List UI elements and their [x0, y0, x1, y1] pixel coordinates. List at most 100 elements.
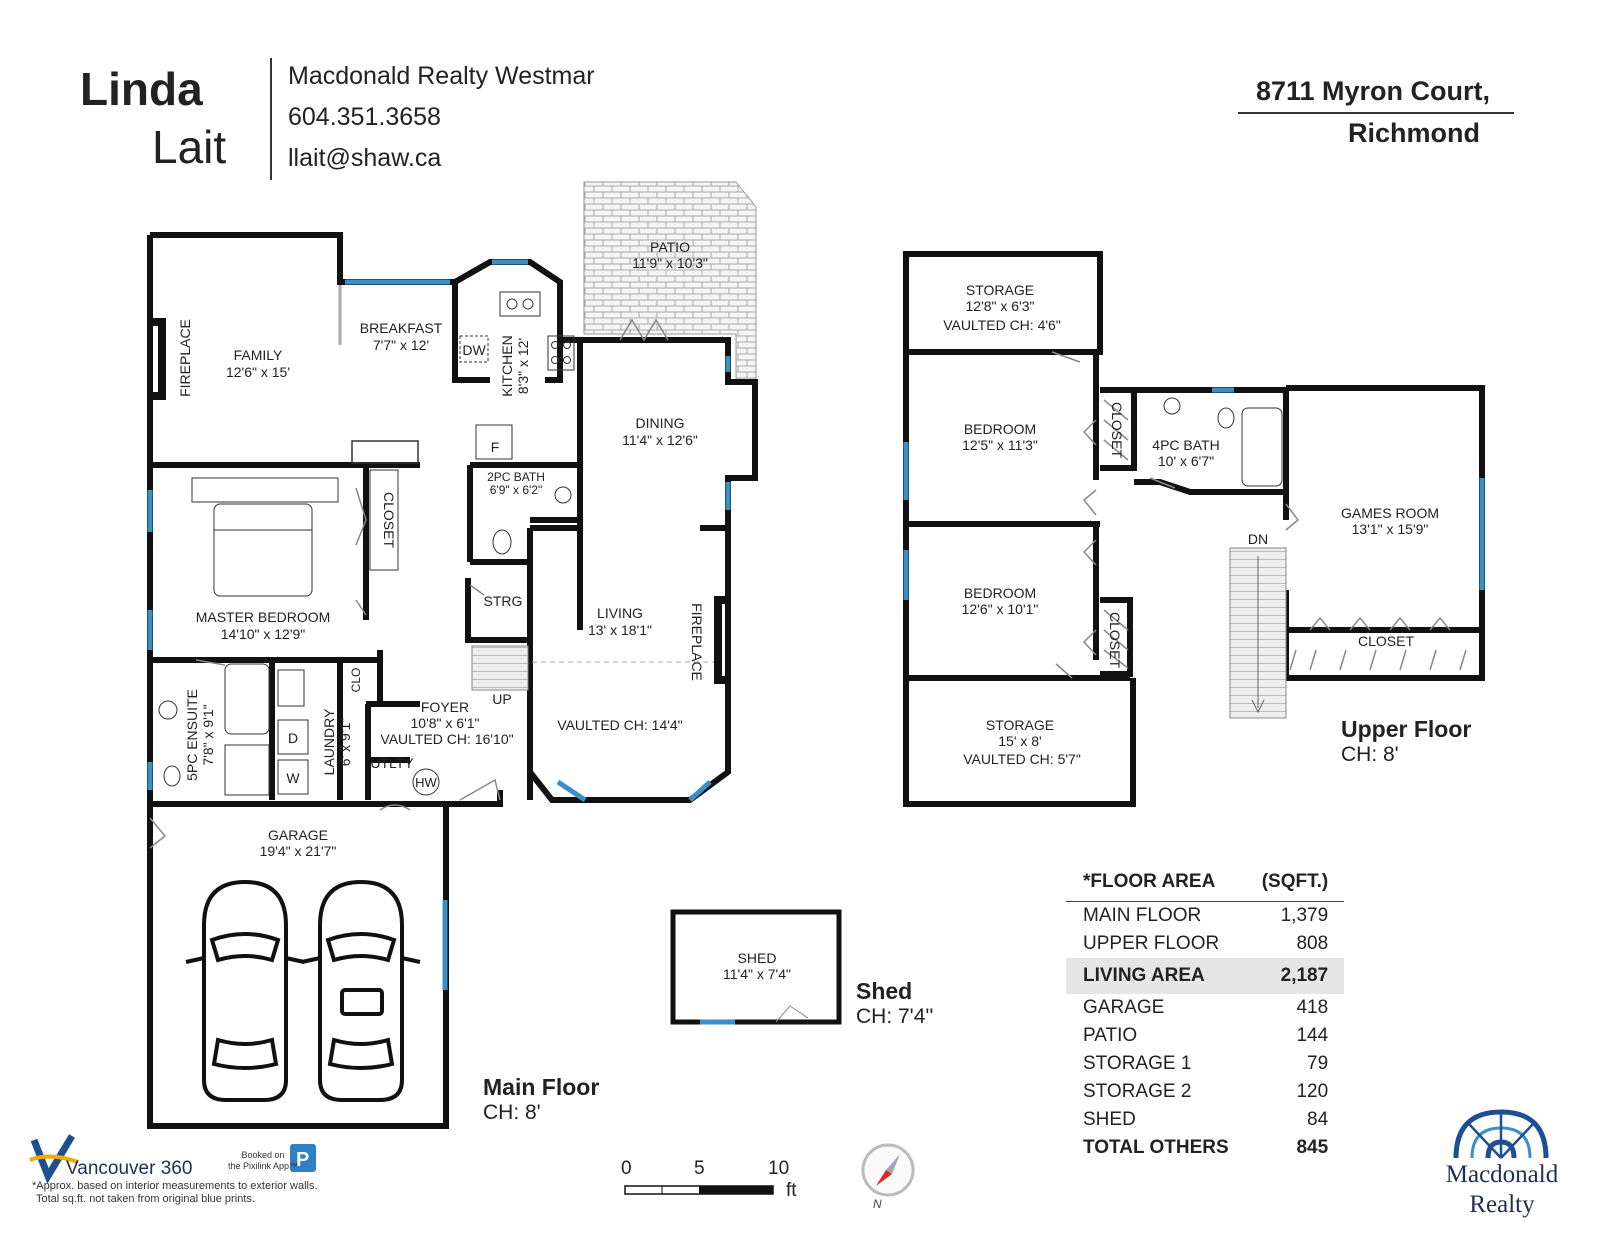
garage-name: GARAGE [268, 827, 328, 843]
agent-email: llait@shaw.ca [288, 144, 442, 172]
macdonald-logo-icon [1453, 1109, 1549, 1159]
booked-line-1: Booked on [241, 1150, 285, 1160]
room-family: FAMILY 12'6" x 15' FIREPLACE [177, 285, 419, 464]
stairs-down-label: DN [1248, 531, 1268, 547]
area-value: 79 [1307, 1053, 1329, 1074]
breakfast-name: BREAKFAST [360, 320, 443, 336]
kitchen-name: KITCHEN [499, 335, 515, 396]
upper-floor-label: Upper Floor [1341, 716, 1472, 742]
upper-floor-windows [903, 387, 1485, 600]
master-name: MASTER BEDROOM [196, 609, 331, 625]
shed-ceiling: CH: 7'4'' [856, 1005, 934, 1028]
ensuite-name: 5PC ENSUITE [184, 689, 200, 781]
area-value: 84 [1307, 1109, 1329, 1130]
hw-label: HW [415, 775, 437, 790]
family-name: FAMILY [234, 347, 283, 363]
storage-top-name: STORAGE [966, 282, 1034, 298]
area-label: UPPER FLOOR [1083, 933, 1220, 954]
area-label: MAIN FLOOR [1083, 905, 1202, 926]
scale-bar [624, 1185, 774, 1195]
upper-floor-title: Upper Floor CH: 8' [1341, 716, 1471, 767]
scale-mark-10: 10 [768, 1158, 790, 1179]
foyer-name: FOYER [421, 699, 469, 715]
bedroom1-size: 12'5" x 11'3" [962, 437, 1038, 453]
storage-bottom-size: 15' x 8' [998, 733, 1041, 749]
room-bedroom-2: BEDROOM 12'6" x 10'1" CLOSET [962, 585, 1123, 668]
patio-size: 11'9" x 10'3" [632, 255, 708, 271]
games-size: 13'1" x 15'9" [1352, 521, 1429, 537]
agent-phone: 604.351.3658 [288, 103, 441, 131]
header-divider [270, 58, 272, 180]
shed-title: Shed CH: 7'4'' [856, 978, 933, 1029]
room-garage: GARAGE 19'4" x 21'7" [185, 827, 421, 1102]
games-closet-label: CLOSET [1358, 633, 1414, 649]
dining-size: 11'4" x 12'6" [622, 432, 698, 448]
area-value: 418 [1296, 997, 1329, 1018]
dryer-label: D [288, 730, 298, 746]
bath2pc-size: 6'9" x 6'2" [490, 483, 542, 497]
games-name: GAMES ROOM [1341, 505, 1439, 521]
washer-label: W [286, 770, 300, 786]
shed-label: Shed [856, 978, 913, 1004]
clo-label: CLO [349, 668, 363, 693]
room-laundry: D W LAUNDRY 6' x 9'1" [277, 669, 353, 795]
booked-line-2: the Pixilink App™ [228, 1161, 299, 1171]
vancouver360-brand: Vancouver 360 [66, 1158, 193, 1179]
bath4pc-name: 4PC BATH [1152, 437, 1219, 453]
pixilink-badge: Booked on the Pixilink App™ [228, 1150, 298, 1172]
upper-stairs: DN [1229, 531, 1287, 719]
car-left [185, 879, 305, 1102]
room-games: GAMES ROOM 13'1" x 15'9" CLOSET [1341, 505, 1439, 649]
upper-door-swings [1051, 351, 1467, 679]
living-vaulted: VAULTED CH: 14'4" [557, 717, 682, 733]
room-4pc-bath: 4PC BATH 10' x 6'7" [1152, 397, 1283, 487]
logo-line-2: Realty [1469, 1191, 1535, 1218]
area-value: 1,379 [1280, 905, 1329, 926]
address-rule [1238, 112, 1514, 114]
floor-area-header-row: *FLOOR AREA (SQFT.) [1066, 868, 1345, 902]
master-closet-label: CLOSET [381, 492, 397, 548]
bedroom1-closet-label: CLOSET [1109, 402, 1125, 458]
main-floor-windows [147, 259, 731, 990]
area-label: GARAGE [1083, 997, 1165, 1018]
dining-name: DINING [636, 415, 685, 431]
room-storage-top: STORAGE 12'8" x 6'3" VAULTED CH: 4'6" [943, 282, 1061, 333]
table-row: STORAGE 2 120 [1066, 1078, 1344, 1106]
table-row: UPPER FLOOR 808 [1066, 930, 1344, 958]
room-breakfast: BREAKFAST 7'7" x 12' [360, 320, 443, 353]
compass-icon: N [861, 1143, 915, 1211]
room-utility: UTLTY HW [370, 755, 440, 796]
bedroom2-size: 12'6" x 10'1" [962, 601, 1039, 617]
room-storage-bottom: STORAGE 15' x 8' VAULTED CH: 5'7" [963, 717, 1081, 767]
room-kitchen: DW KITCHEN 8'3" x 12' [459, 291, 575, 397]
vancouver360-logo-icon [29, 1134, 79, 1184]
breakfast-size: 7'7" x 12' [373, 337, 429, 353]
main-floor-ceiling: CH: 8' [483, 1101, 541, 1124]
room-foyer: CLO FOYER 10'8" x 6'1" VAULTED CH: 16'10… [349, 668, 514, 747]
laundry-size: 6' x 9'1" [337, 718, 353, 766]
upper-floor-ceiling: CH: 8' [1341, 743, 1399, 766]
garage-size: 19'4" x 21'7" [260, 843, 337, 859]
shed-size: 11'4" x 7'4" [723, 966, 791, 982]
agent-company: Macdonald Realty Westmar [288, 62, 595, 90]
bath2pc-name: 2PC BATH [487, 470, 545, 484]
storage-bottom-vaulted: VAULTED CH: 5'7" [963, 751, 1081, 767]
table-row: GARAGE 418 [1066, 994, 1344, 1022]
shed-name: SHED [738, 950, 777, 966]
pixilink-p-icon: P [290, 1144, 316, 1172]
room-strg: STRG UP [471, 593, 529, 707]
footnote-line-1: *Approx. based on interior measurements … [32, 1180, 318, 1192]
family-size: 12'6" x 15' [226, 364, 290, 380]
table-row: STORAGE 1 79 [1066, 1050, 1344, 1078]
living-size: 13' x 18'1" [588, 622, 652, 638]
logo-line-1: Macdonald [1445, 1161, 1559, 1188]
room-dining: DINING 11'4" x 12'6" F [475, 415, 698, 460]
macdonald-realty-logo: Macdonald Realty [1420, 1160, 1584, 1220]
foyer-vaulted: VAULTED CH: 16'10" [380, 731, 513, 747]
bedroom2-closet-label: CLOSET [1107, 612, 1123, 668]
room-ensuite: 5PC ENSUITE 7'8" x 9'1" [158, 663, 270, 796]
table-row: MAIN FLOOR 1,379 [1066, 902, 1344, 931]
ensuite-size: 7'8" x 9'1" [200, 704, 216, 765]
floor-area-heading: *FLOOR AREA [1066, 868, 1245, 902]
